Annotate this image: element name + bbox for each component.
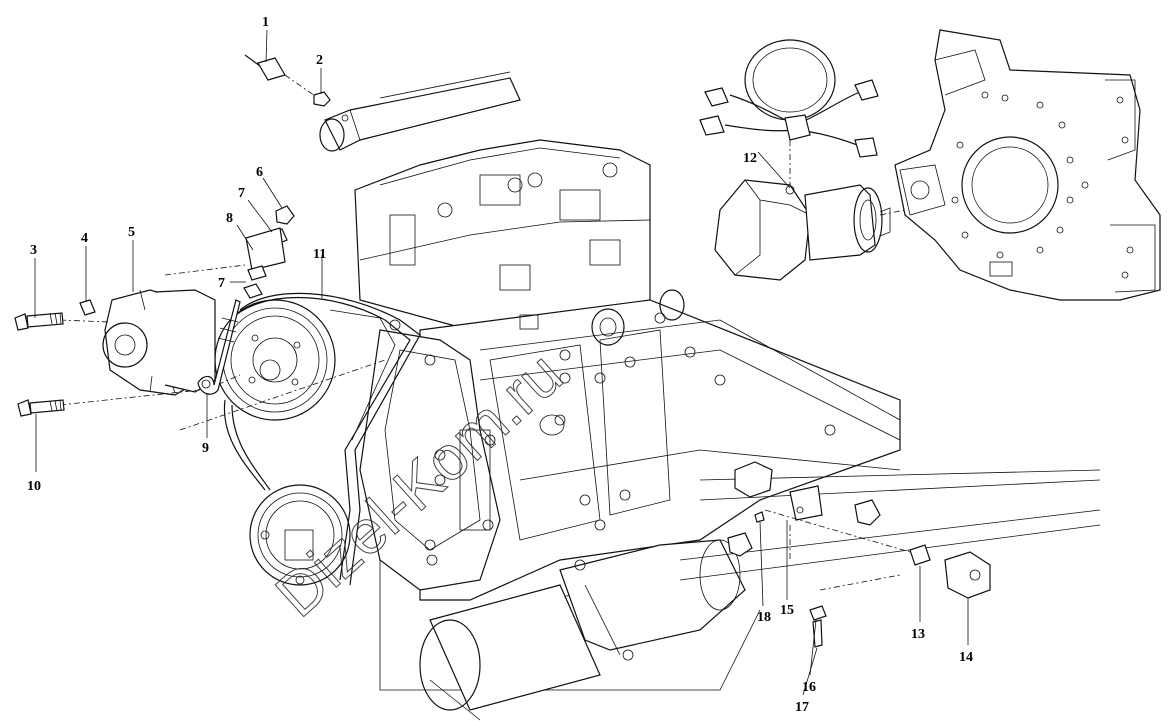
bolt-part-3: [14, 312, 64, 331]
leader-lines: [34, 29, 969, 696]
callout-12: 12: [743, 151, 757, 166]
callout-6: 6: [256, 165, 263, 180]
nut-part-2: [313, 91, 331, 107]
callout-1: 1: [262, 15, 269, 30]
callout-3: 3: [30, 243, 37, 258]
callout-7b: 7: [218, 276, 225, 291]
callout-5: 5: [128, 225, 135, 240]
intake-pipe: [319, 71, 521, 152]
callout-15: 15: [780, 603, 794, 618]
flywheel-housing: [894, 29, 1161, 301]
adjusting-parts-6-8: [243, 205, 295, 299]
callout-13: 13: [911, 627, 925, 642]
callout-10: 10: [27, 479, 41, 494]
tension-arm-part-9: [197, 299, 241, 395]
callout-2: 2: [316, 53, 323, 68]
washer-part-4: [79, 299, 96, 316]
callout-8: 8: [226, 211, 233, 226]
belt-drive: [214, 292, 421, 586]
callout-11: 11: [313, 247, 326, 262]
wiring-harness: [699, 39, 879, 185]
callout-18: 18: [757, 610, 771, 625]
callout-4: 4: [81, 231, 88, 246]
bolt-part-10: [17, 399, 65, 417]
callout-16: 16: [802, 680, 816, 695]
callout-9: 9: [202, 441, 209, 456]
alternator: [59, 264, 386, 431]
starter-motor: [714, 179, 906, 281]
callout-numbers: 1 2 3 4 5 6 7 7 8 9 10 11 12 13 14 15 16…: [27, 15, 973, 715]
sensor-part-1: [244, 54, 319, 99]
engine-block: [354, 139, 901, 691]
callout-7a: 7: [238, 186, 245, 201]
side-fittings: [429, 461, 1101, 721]
oil-filter: [419, 539, 746, 711]
callout-17: 17: [795, 700, 809, 715]
callout-14: 14: [959, 650, 973, 665]
